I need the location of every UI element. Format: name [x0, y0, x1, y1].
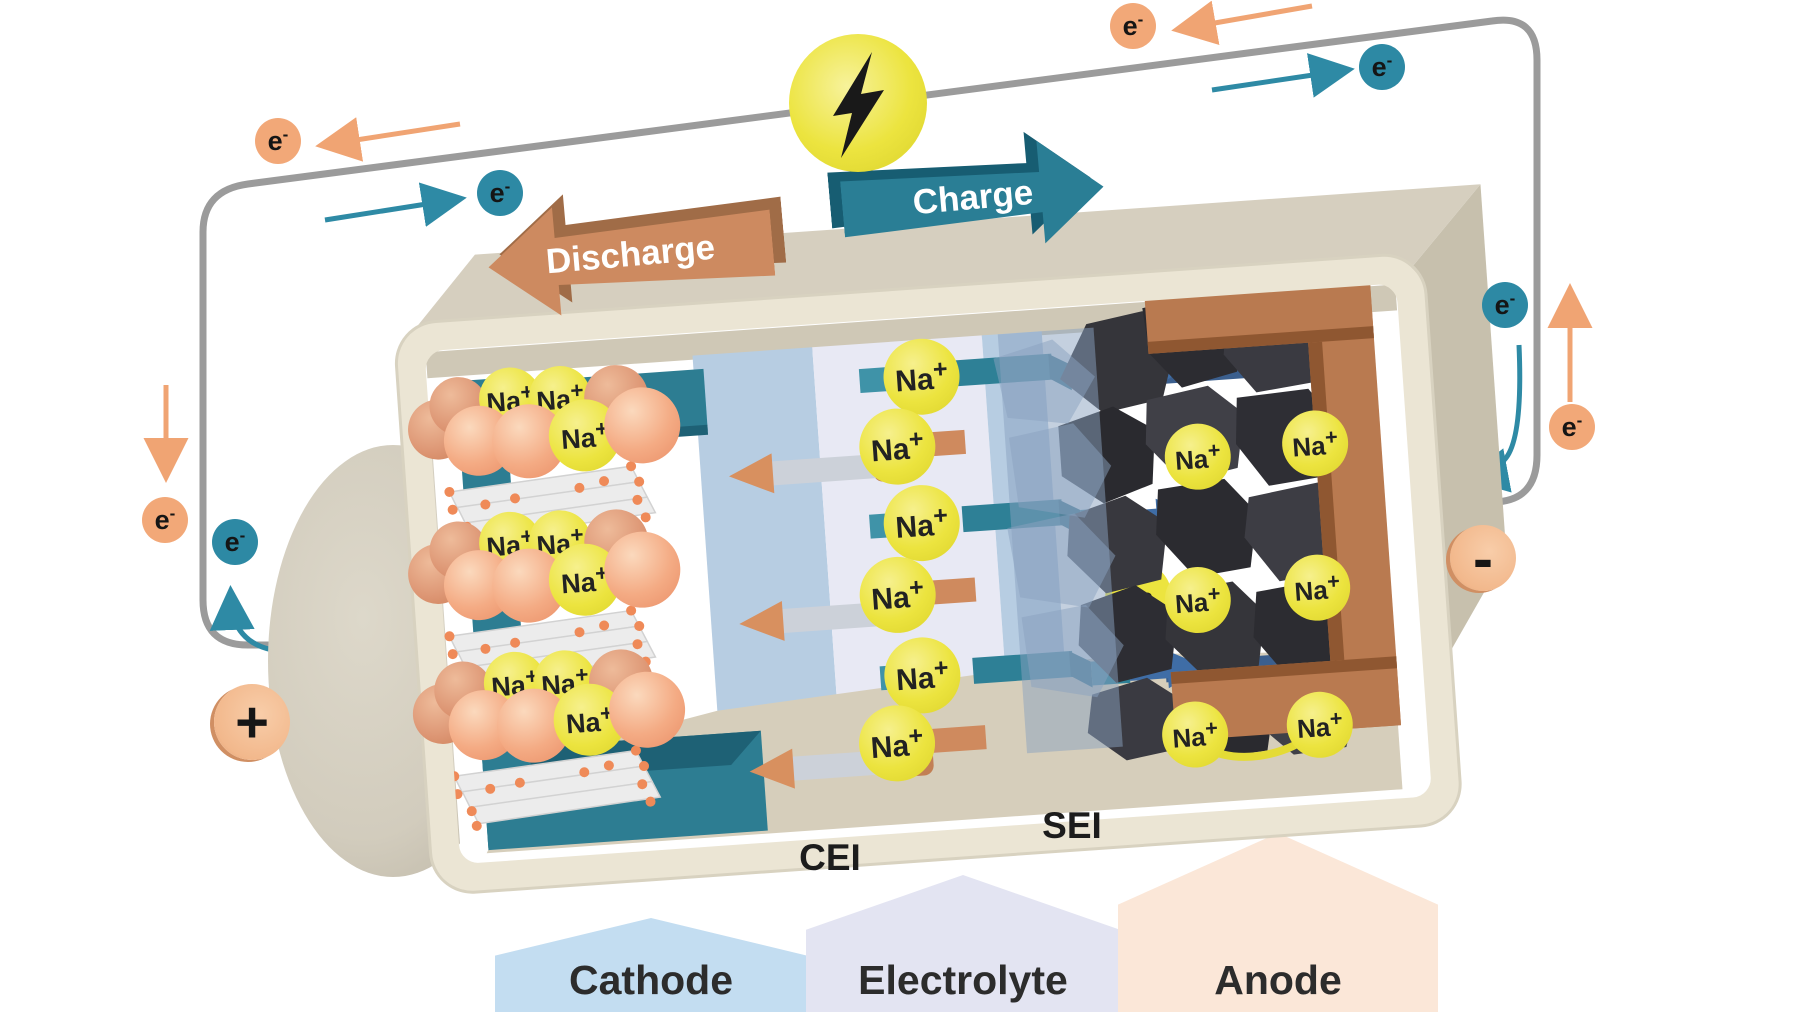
electron-left-discharge: e-: [142, 497, 188, 543]
case-frame: [395, 254, 1461, 893]
electron-right-charge: e-: [1482, 282, 1528, 328]
charge-flow-arrow-top-left: [324, 182, 467, 227]
discharge-flow-arrow-top-left: [315, 117, 461, 162]
discharge-flow-arrow-top-right: [1171, 0, 1313, 46]
cei-band: [692, 347, 842, 775]
cei-label: CEI: [799, 837, 861, 878]
electron-top-right-discharge: e-: [1110, 3, 1156, 49]
energy-ball: [789, 34, 927, 172]
positive-terminal: +: [214, 684, 290, 760]
discharge-arrow: Discharge: [483, 184, 777, 326]
minus-sign: -: [1473, 524, 1493, 592]
sei-layer: [993, 327, 1124, 754]
electron-right-discharge: e-: [1549, 404, 1595, 450]
electron-top-left-charge: e-: [477, 170, 523, 216]
cathode-banner-label: Cathode: [569, 957, 733, 1003]
charge-flow-arrow-top-right: [1211, 53, 1355, 98]
electron-top-right-charge: e-: [1359, 44, 1405, 90]
negative-terminal: -: [1450, 524, 1516, 592]
sei-label: SEI: [1042, 805, 1102, 846]
lightning-icon: [833, 52, 884, 158]
plus-sign: +: [235, 689, 269, 755]
electron-left-charge: e-: [212, 519, 258, 565]
anode-banner-label: Anode: [1214, 957, 1342, 1003]
electron-top-left-discharge: e-: [255, 118, 301, 164]
electrolyte-banner-label: Electrolyte: [858, 957, 1068, 1003]
battery-cell: N Na: [394, 184, 1507, 894]
